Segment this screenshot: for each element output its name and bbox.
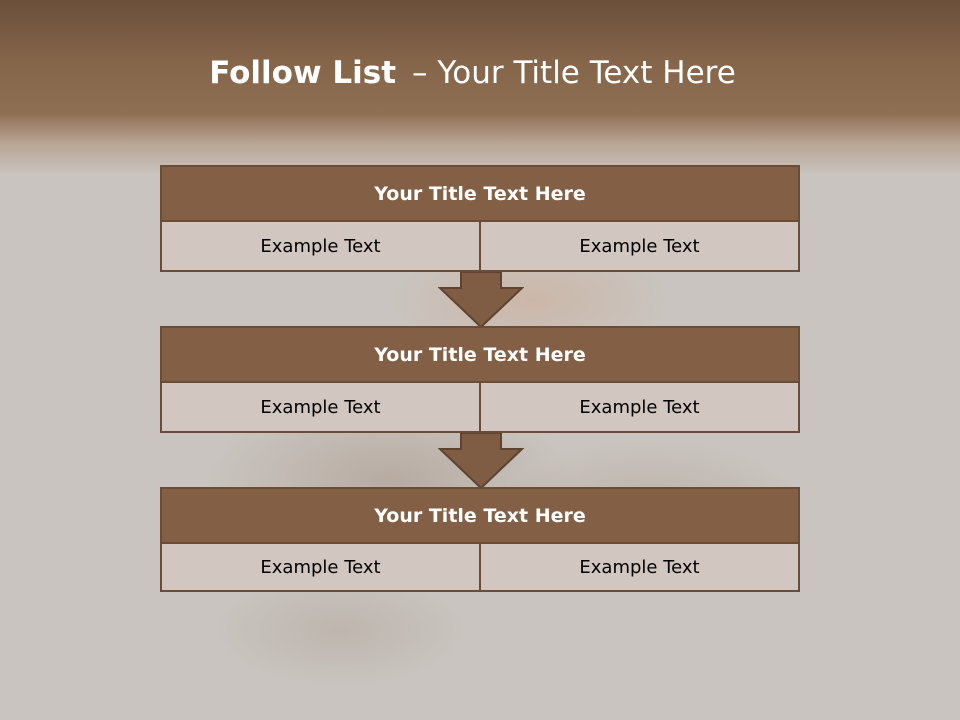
step-title: Your Title Text Here [160,326,800,383]
step-row: Example Text Example Text [160,222,800,272]
step-cell-left: Example Text [160,222,480,272]
title-dash: – [412,55,428,91]
step-cell-left: Example Text [160,544,480,592]
step-cell-left: Example Text [160,383,480,433]
step-box-3: Your Title Text Here Example Text Exampl… [160,487,800,592]
step-box-2: Your Title Text Here Example Text Exampl… [160,326,800,433]
step-row: Example Text Example Text [160,383,800,433]
step-cell-right: Example Text [480,222,800,272]
title-main: Follow List [209,55,397,91]
page-title: Follow List– Your Title Text Here [0,55,945,91]
down-arrow-icon [438,272,524,328]
step-row: Example Text Example Text [160,544,800,592]
step-title: Your Title Text Here [160,165,800,222]
down-arrow-icon [438,433,524,489]
step-title: Your Title Text Here [160,487,800,544]
title-sub: Your Title Text Here [437,55,736,91]
step-cell-right: Example Text [480,383,800,433]
step-box-1: Your Title Text Here Example Text Exampl… [160,165,800,272]
header-band [0,0,960,175]
step-cell-right: Example Text [480,544,800,592]
